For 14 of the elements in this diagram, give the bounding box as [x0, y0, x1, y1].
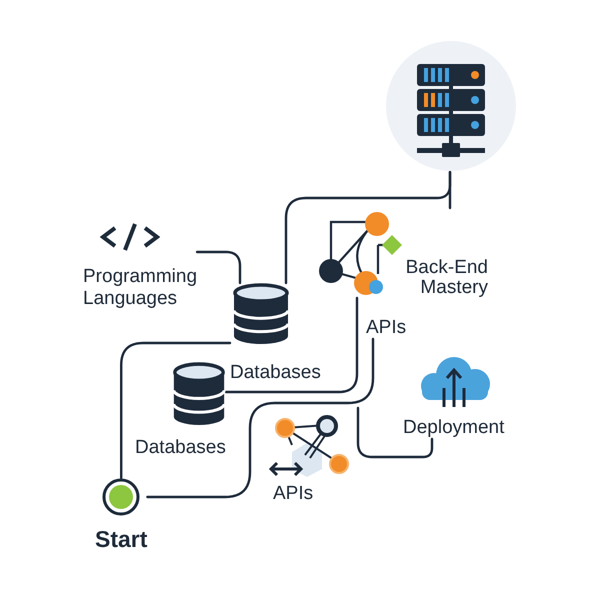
start-label: Start	[95, 526, 148, 553]
connector-line	[224, 296, 358, 394]
milestone-label: APIs	[273, 483, 314, 505]
milestone-label: Databases	[135, 437, 226, 459]
milestone-label: APIs	[366, 317, 406, 339]
milestone-label: Programming Languages	[83, 266, 198, 310]
connector-line	[120, 342, 232, 480]
milestone-label: Databases	[230, 362, 321, 384]
milestone-label: Back-End Mastery	[404, 258, 488, 298]
connector-line	[356, 406, 434, 458]
connector-line	[196, 250, 242, 284]
connector-line	[448, 170, 452, 210]
connector-line	[146, 338, 374, 498]
milestone-label: Deployment	[403, 417, 504, 439]
